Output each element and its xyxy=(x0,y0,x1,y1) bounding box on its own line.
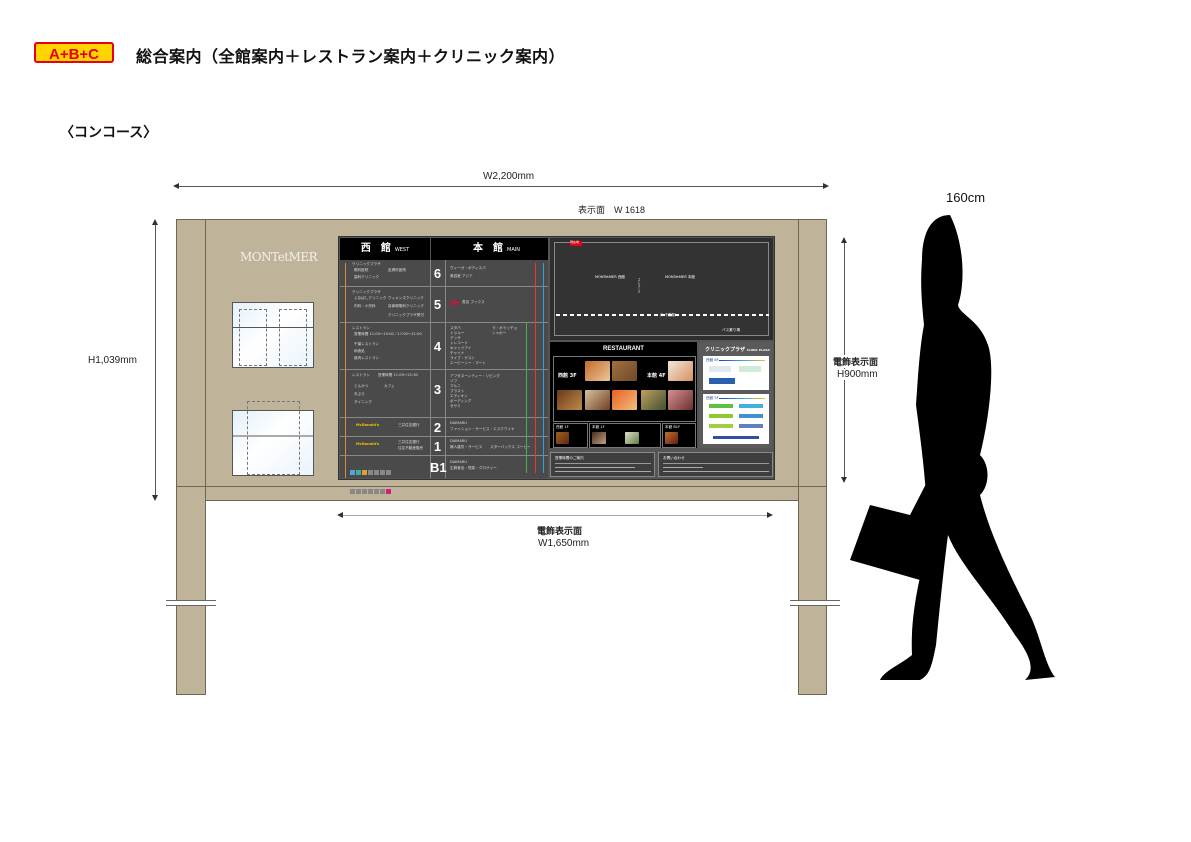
person-height-label: 160cm xyxy=(946,190,986,205)
arrow-right-icon xyxy=(767,512,773,518)
frame-bottom-line xyxy=(177,486,826,487)
restaurant-panel[interactable]: RESTAURANT 西館 3F 本館 4F 西館 1F 本館 1F 本館 B1… xyxy=(550,342,697,448)
floor-row-1[interactable]: McDonald's 三井住友銀行 住友不動産販売 1 DAIMARU 婦人雑貨… xyxy=(340,437,548,456)
left-post xyxy=(176,500,206,695)
floor-row-4[interactable]: レストラン 営業時間 11:00〜15:00／17:00〜21:00 千葉レスト… xyxy=(340,323,548,370)
arrow-up-icon xyxy=(841,237,847,243)
section-badge: A+B+C xyxy=(34,42,114,63)
arrow-right-icon xyxy=(823,183,829,189)
current-location-marker xyxy=(570,241,582,246)
area-map[interactable]: 現在地 MONTetMER 西館 MONTetMER 本館 コンコース JR 千… xyxy=(550,238,773,340)
right-break-mark xyxy=(790,600,840,606)
frame-divider-left xyxy=(205,220,206,500)
frame-divider-right xyxy=(798,220,799,500)
floor-row-3[interactable]: レストラン 営業時間 11:00〜21:30 とんかつ 天ぷら ダイニング カフ… xyxy=(340,370,548,418)
arrow-left-icon xyxy=(337,512,343,518)
contact-info: お問い合わせ xyxy=(658,452,773,477)
total-height-line xyxy=(155,222,156,498)
clinic-panel[interactable]: クリニックプラザ CLINIC PLAZA 西館 6F 西館 5F xyxy=(699,342,773,448)
screen-width-value: W1,650mm xyxy=(538,538,590,549)
floor-row-b1[interactable]: B1 DAIMARU 生鮮食品・惣菜・グロサリー xyxy=(340,456,548,494)
clinic-card-5f: 西館 5F xyxy=(703,394,769,444)
arrow-left-icon xyxy=(173,183,179,189)
left-break-mark xyxy=(166,600,216,606)
arrow-down-icon xyxy=(152,495,158,501)
clinic-card-6f: 西館 6F xyxy=(703,356,769,390)
brochure-pocket-bottom[interactable] xyxy=(232,401,314,476)
screen-height-caption: 電飾表示面 xyxy=(833,355,879,368)
hours-info: 営業時間のご案内 xyxy=(550,452,655,477)
arrow-down-icon xyxy=(841,477,847,483)
clinic-title: クリニックプラザ CLINIC PLAZA xyxy=(705,347,770,353)
display-width-label: 表示面 W 1618 xyxy=(578,205,646,215)
screen-width-caption: 電飾表示面 xyxy=(537,526,583,536)
total-width-line xyxy=(176,186,826,187)
floor-row-2[interactable]: McDonald's 三井住友銀行 2 DAIMARU ファッション・サービス・… xyxy=(340,418,548,437)
arrow-up-icon xyxy=(152,219,158,225)
screen-height-value: H900mm xyxy=(837,369,878,380)
brochure-pocket-top[interactable] xyxy=(232,302,314,368)
facility-icons xyxy=(350,460,420,494)
person-silhouette-icon xyxy=(850,215,1055,680)
screen-width-line xyxy=(340,515,770,516)
location-label: 〈コンコース〉 xyxy=(60,125,158,141)
brand-logo: MONTetMER xyxy=(240,250,318,264)
total-height-label: H1,039mm xyxy=(88,355,137,366)
total-width-label: W2,200mm xyxy=(483,171,535,182)
floor-row-5[interactable]: クリニックプラザ ふなばしクリニック ウィメンズクリニック 内科・小児科 耳鼻咽… xyxy=(340,287,548,323)
page-title: 総合案内（全館案内＋レストラン案内＋クリニック案内） xyxy=(136,47,566,66)
floor-row-6[interactable]: クリニックプラザ 眼科医院 皮膚科医院 歯科クリニック 6 ヴィーガ・ボディスパ… xyxy=(340,260,548,287)
right-post xyxy=(798,500,827,695)
